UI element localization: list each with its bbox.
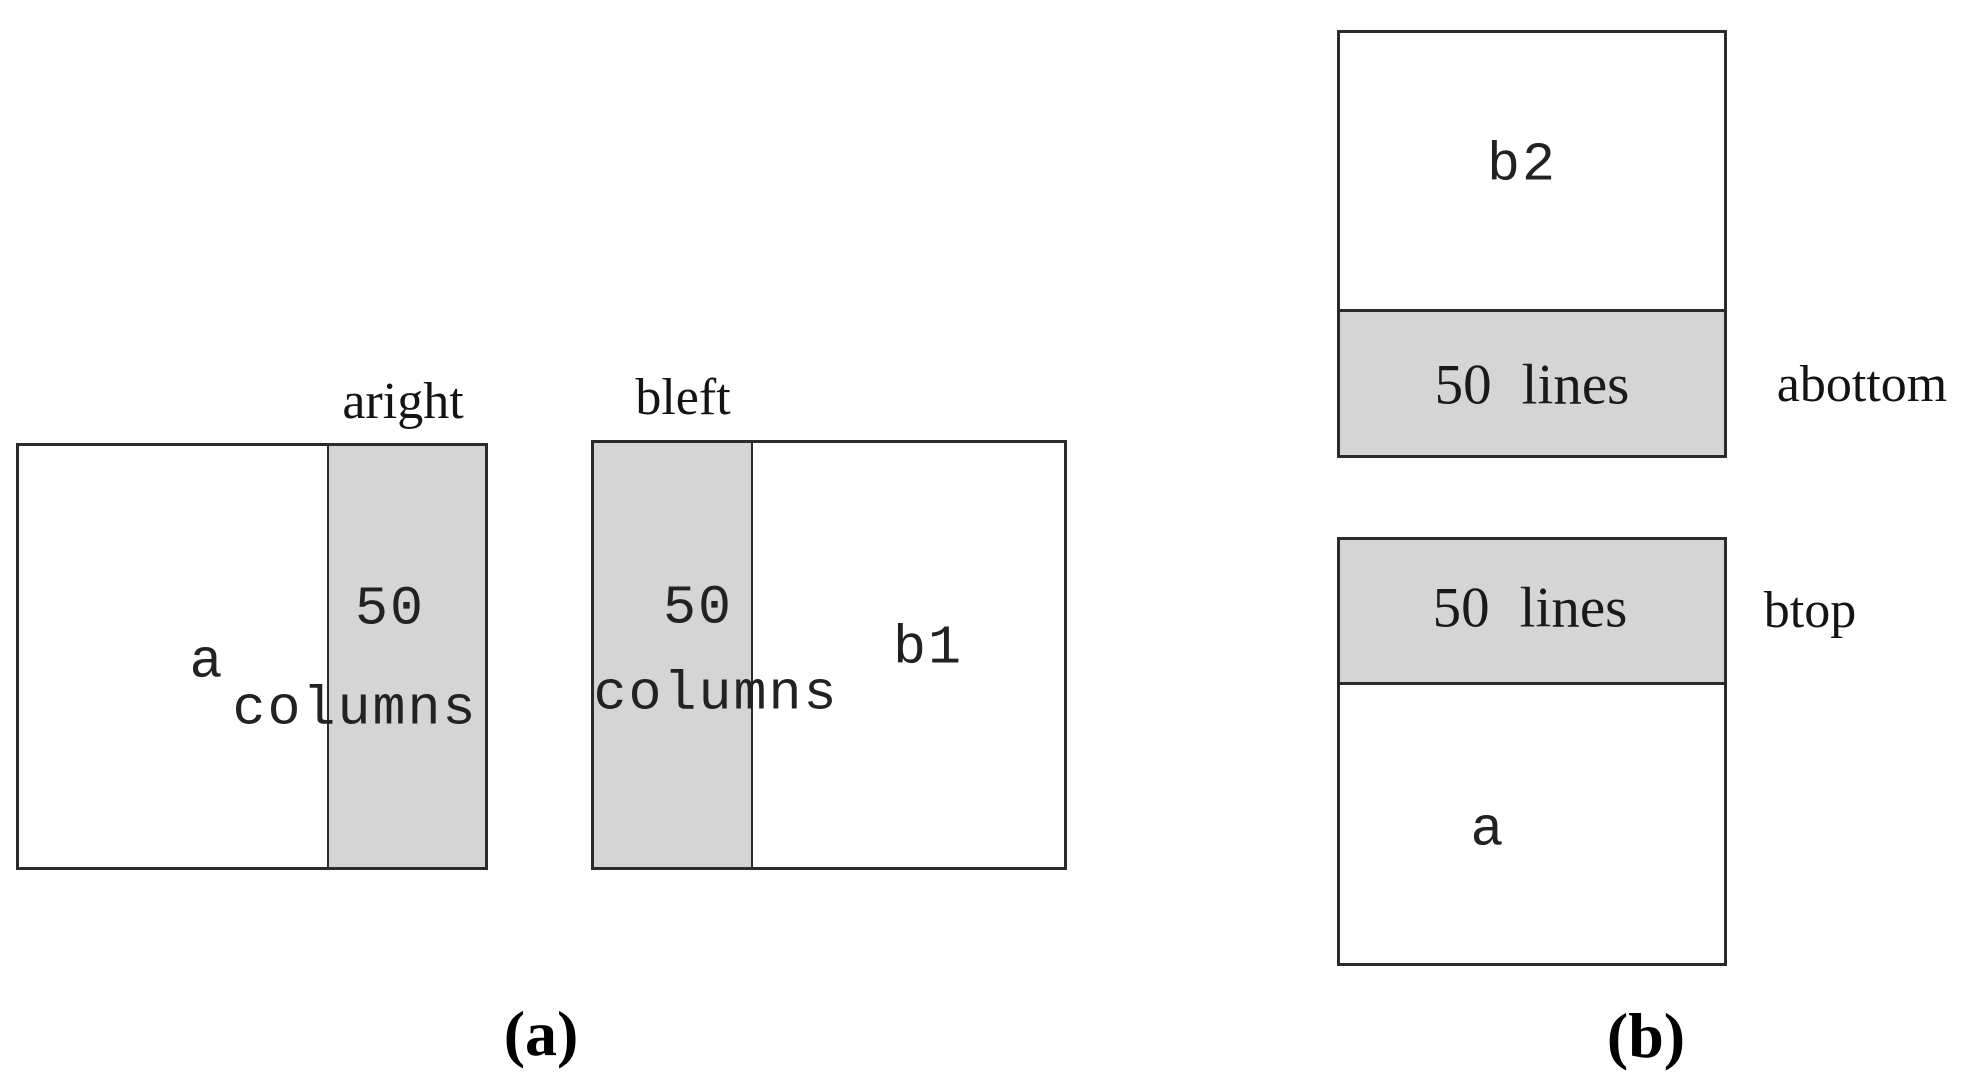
- matrix-b1-left-strip: [594, 443, 753, 867]
- matrix-b2-body-label: b2: [1486, 133, 1558, 197]
- matrix-b1-rect: [591, 440, 1067, 870]
- panel-b-matrix-a-strip-value: 50: [1432, 576, 1490, 640]
- matrix-b2-rect: [1337, 30, 1727, 458]
- matrix-b2-bottom-strip: [1340, 309, 1724, 455]
- panel-b-matrix-a-top-strip: [1340, 540, 1724, 685]
- matrix-a-body-label: a: [189, 630, 225, 694]
- panel-b-matrix-a-rect: [1337, 537, 1727, 966]
- region-label-bleft: bleft: [635, 369, 731, 426]
- panel-b-matrix-a-strip-text: 50 lines: [1433, 580, 1628, 637]
- panel-b-matrix-a-strip-unit: lines: [1519, 576, 1628, 640]
- matrix-b1-body-label: b1: [892, 616, 964, 680]
- matrix-b1-strip-value: 50: [662, 576, 734, 640]
- matrix-b1-strip-unit: columns: [593, 662, 839, 726]
- region-label-btop: btop: [1763, 582, 1857, 639]
- matrix-b2-strip-value: 50: [1434, 353, 1492, 417]
- matrix-a-rect: [16, 443, 488, 870]
- matrix-b2-strip-unit: lines: [1521, 353, 1630, 417]
- panel-b-caption: (b): [1606, 1000, 1686, 1071]
- panel-a-caption: (a): [503, 998, 579, 1069]
- panel-b-matrix-a-body-label: a: [1470, 798, 1506, 862]
- matrix-a-strip-value: 50: [354, 577, 426, 641]
- matrix-a-strip-unit: columns: [232, 677, 478, 741]
- region-label-aright: aright: [342, 373, 464, 430]
- region-label-abottom: abottom: [1776, 356, 1948, 413]
- matrix-a-right-strip: [327, 446, 485, 867]
- matrix-b2-strip-text: 50 lines: [1435, 357, 1630, 414]
